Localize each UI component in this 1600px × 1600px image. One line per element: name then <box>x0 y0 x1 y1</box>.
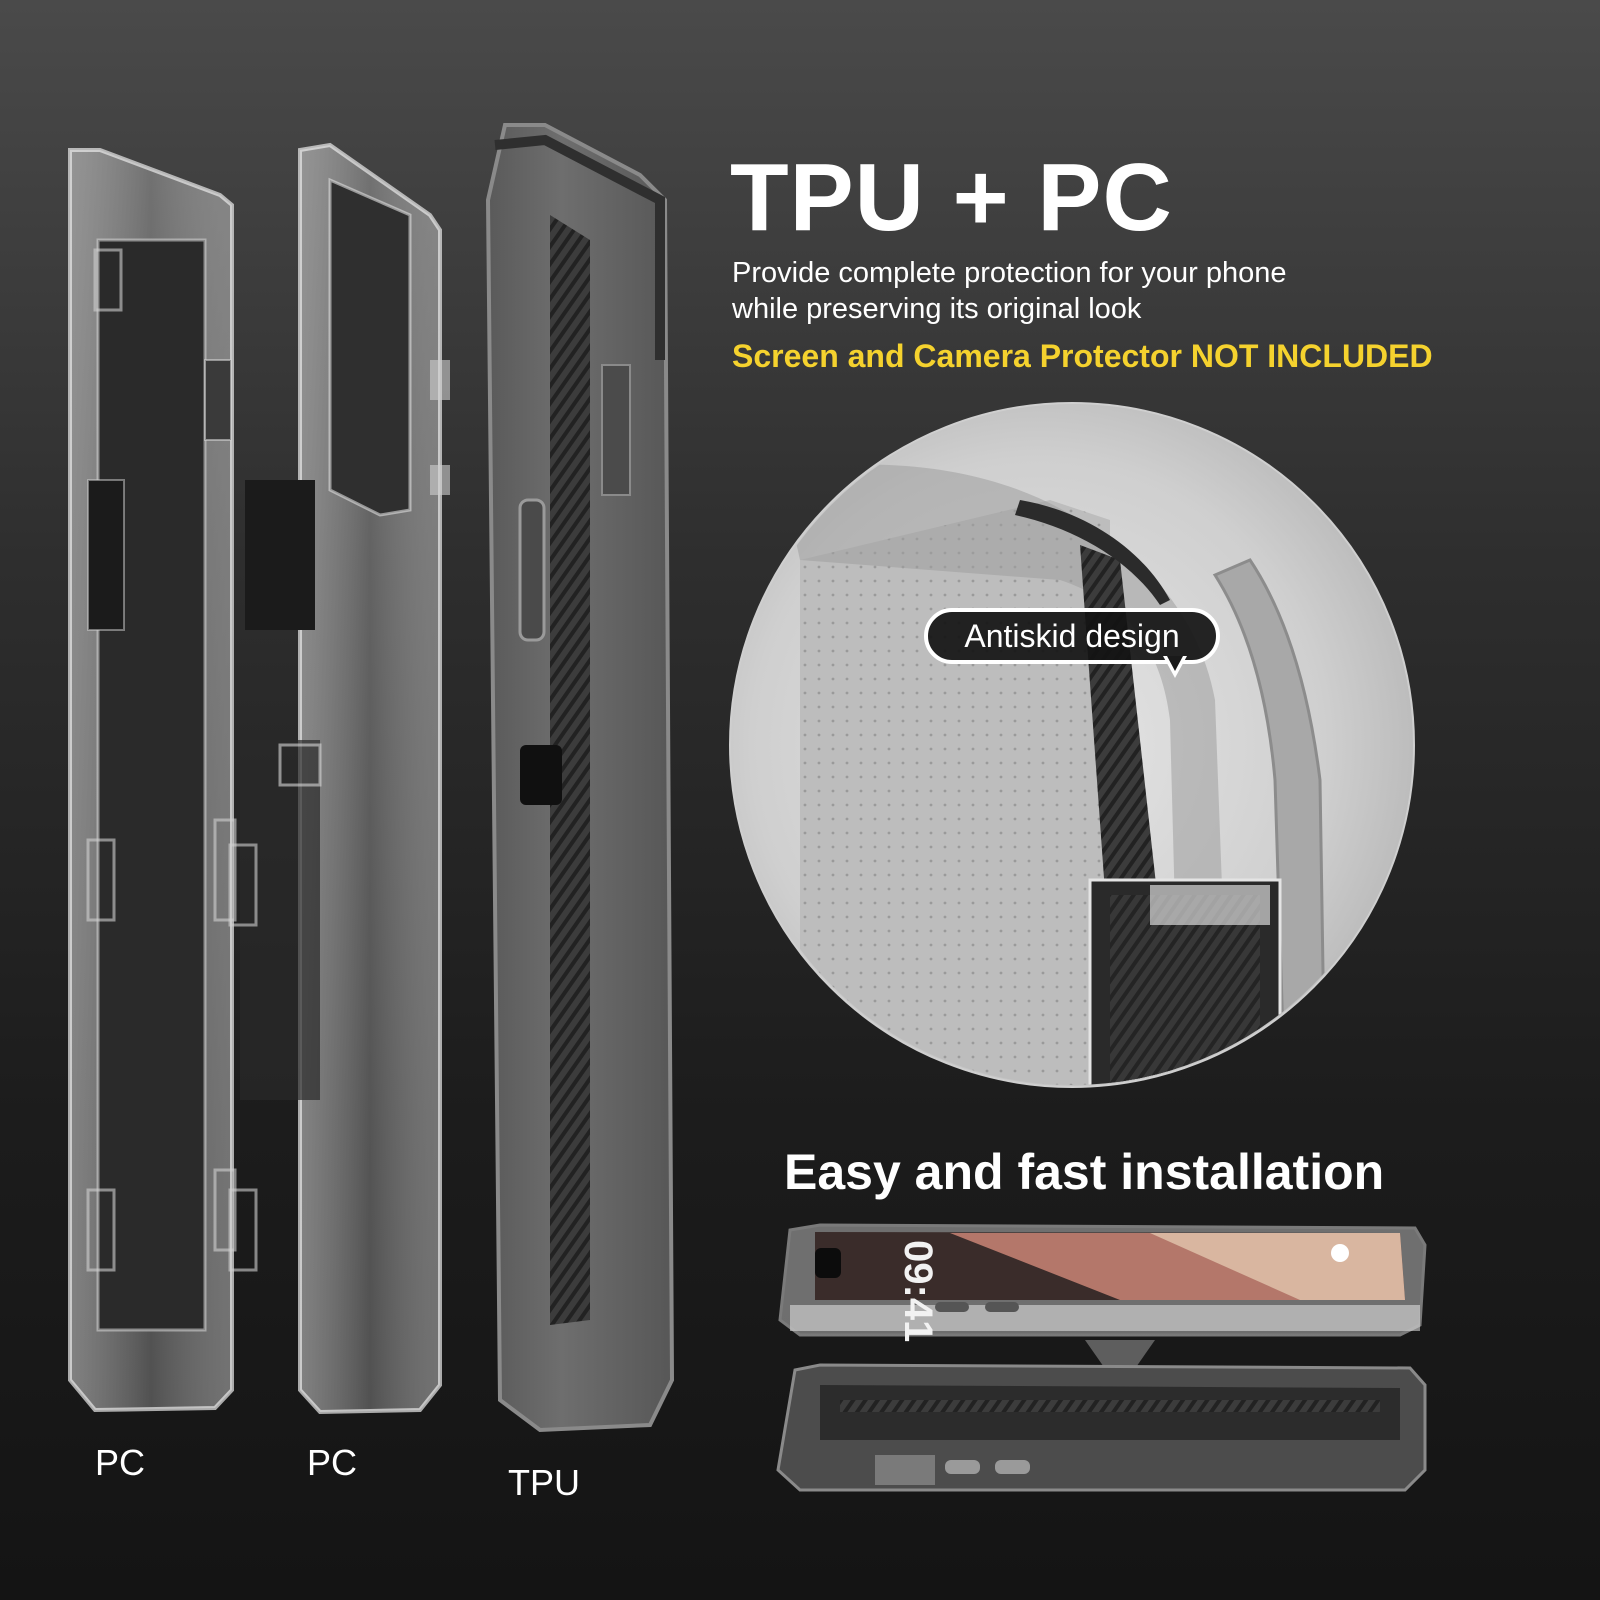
antiskid-callout: Antiskid design <box>924 608 1220 664</box>
label-tpu: TPU <box>508 1462 580 1503</box>
tpu-case <box>485 123 675 1433</box>
callout-tail-inner <box>1167 656 1183 671</box>
subtitle-line-1: Provide complete protection for your pho… <box>732 257 1287 289</box>
label-pc-back: PC <box>307 1442 358 1483</box>
not-included-warning: Screen and Camera Protector NOT INCLUDED <box>732 338 1433 374</box>
subtitle: Provide complete protection for your pho… <box>732 255 1452 327</box>
installation-case <box>776 1363 1427 1492</box>
antiskid-detail-circle <box>729 402 1415 1088</box>
installation-title: Easy and fast installation <box>784 1144 1385 1200</box>
subtitle-line-2: while preserving its original look <box>732 293 1142 325</box>
installation-phone <box>778 1223 1427 1337</box>
pc-front-frame <box>68 148 237 1413</box>
pc-back-frame <box>228 142 450 1415</box>
main-title: TPU + PC <box>730 144 1173 251</box>
label-pc-front: PC <box>95 1442 146 1483</box>
